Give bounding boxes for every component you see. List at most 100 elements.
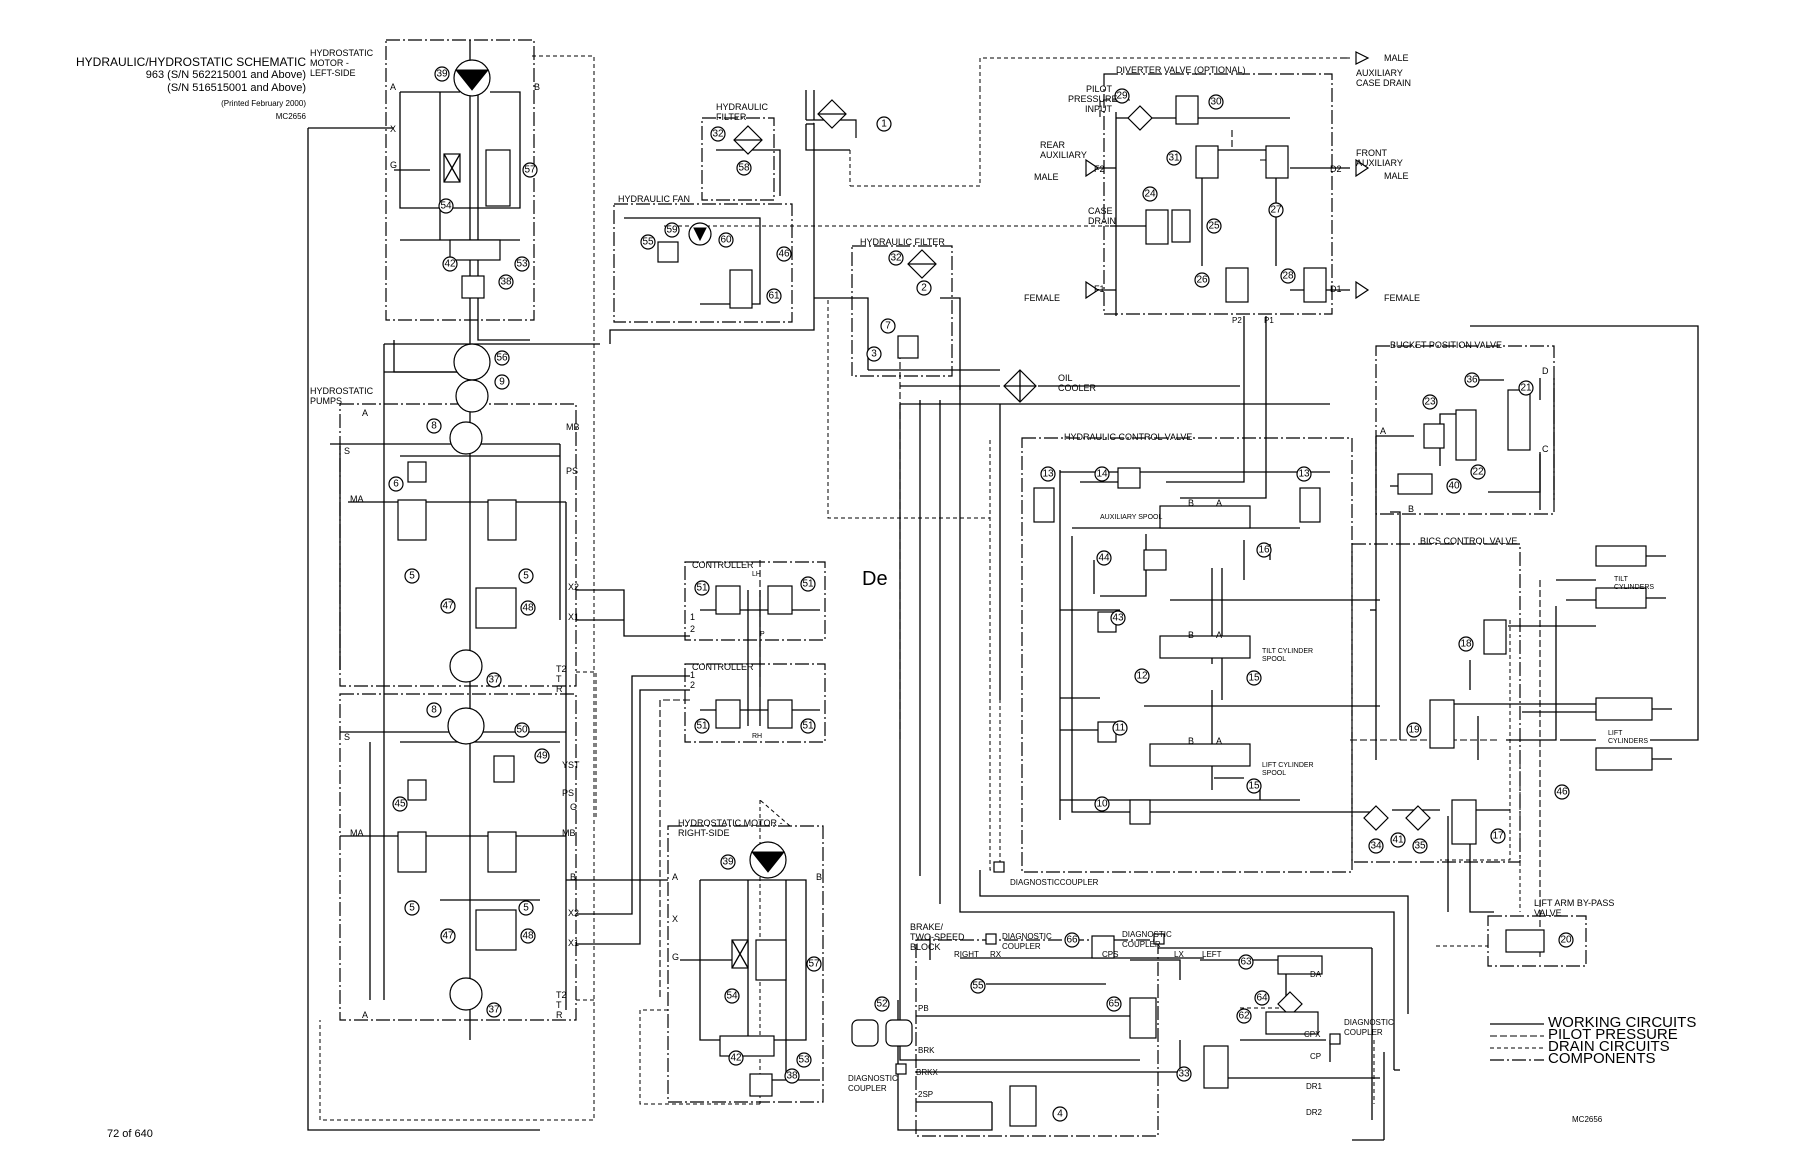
- svg-text:14: 14: [1096, 469, 1108, 480]
- num-11: 11: [1112, 720, 1128, 736]
- label-diagnostic-coupler-rx: DIAGNOSTIC COUPLER: [1002, 932, 1052, 951]
- port-RX: RX: [990, 950, 1002, 959]
- relief-5c-icon: [397, 831, 427, 873]
- num-3: 3: [866, 346, 882, 362]
- port-PS-lower: PS: [562, 788, 575, 798]
- controller-rh-box: [684, 663, 826, 743]
- num-37-upper: 37: [486, 672, 502, 688]
- port-MB-upper: MB: [566, 422, 580, 432]
- valve-29-icon: [1127, 105, 1153, 131]
- motor-left-arrow-icon: [454, 69, 490, 91]
- legend-working-label: WORKING CIRCUITS: [1548, 1014, 1697, 1031]
- pump-8-upper-icon: [449, 421, 483, 455]
- svg-text:36: 36: [1466, 375, 1478, 386]
- label-lift-cylinders: LIFT CYLINDERS: [1608, 730, 1649, 745]
- num-47-lower: 47: [440, 928, 456, 944]
- num-29: 29: [1114, 88, 1130, 104]
- controller-lh-box: [684, 561, 826, 641]
- svg-text:26: 26: [1196, 275, 1208, 286]
- port-T2-upper: T2: [556, 664, 567, 674]
- num-50: 50: [514, 722, 530, 738]
- right-motor-box: [667, 825, 824, 1103]
- port-PS-upper: PS: [566, 466, 579, 476]
- num-62: 62: [1236, 1008, 1252, 1024]
- svg-text:13: 13: [1298, 469, 1310, 480]
- num-1: 1: [876, 116, 892, 132]
- num-24: 24: [1142, 186, 1158, 202]
- svg-text:44: 44: [1098, 553, 1110, 564]
- num-49: 49: [534, 748, 550, 764]
- valve-19-icon: [1429, 699, 1455, 749]
- port-CPX: CPX: [1304, 1030, 1321, 1039]
- valve-45-icon: [407, 779, 427, 801]
- num-66: 66: [1064, 932, 1080, 948]
- valve-62-icon: [1265, 1011, 1319, 1035]
- valve-49-icon: [493, 755, 515, 783]
- relief-5d-icon: [487, 831, 517, 873]
- stray-text: De: [862, 568, 888, 590]
- valve-47-48-lower-icon: [475, 909, 517, 951]
- svg-text:39: 39: [436, 69, 448, 80]
- num-15-a: 15: [1246, 670, 1262, 686]
- num-28: 28: [1280, 268, 1296, 284]
- port-F2: F2: [1094, 164, 1105, 174]
- svg-text:40: 40: [1448, 481, 1460, 492]
- valve-65-icon: [1129, 997, 1157, 1039]
- num-4: 4: [1052, 1106, 1068, 1122]
- svg-text:45: 45: [394, 799, 406, 810]
- label-diagnostic-coupler-brk: DIAGNOSTIC COUPLER: [848, 1074, 898, 1093]
- num-39-right: 39: [720, 854, 736, 870]
- svg-text:46: 46: [778, 249, 790, 260]
- svg-text:51: 51: [696, 721, 708, 732]
- schematic-title-block: HYDRAULIC/HYDROSTATIC SCHEMATIC 963 (S/N…: [54, 56, 306, 123]
- port-A-left-motor: A: [390, 82, 397, 92]
- label-front-auxiliary: FRONT AUXILIARY: [1356, 148, 1403, 168]
- num-2: 2: [916, 280, 932, 296]
- printed-date: (Printed February 2000): [221, 99, 306, 108]
- port-PB: PB: [918, 1004, 929, 1013]
- svg-text:39: 39: [722, 857, 734, 868]
- port-A-bucket: A: [1380, 426, 1387, 436]
- port-G-lower: G: [570, 802, 578, 812]
- num-53-right: 53: [796, 1052, 812, 1068]
- num-31: 31: [1166, 150, 1182, 166]
- pump-lower-box: [339, 693, 577, 1021]
- port-A-right-motor: A: [672, 872, 679, 882]
- num-32-top: 32: [710, 126, 726, 142]
- port-2-rh: 2: [690, 680, 696, 690]
- doc-code: MC2656: [275, 112, 306, 121]
- num-46-bottom: 46: [1554, 784, 1570, 800]
- port-CPS: CPS: [1102, 950, 1119, 959]
- valve-47-48-upper-icon: [475, 587, 517, 629]
- num-32-mid: 32: [888, 250, 904, 266]
- diagnostic-coupler-cpx-icon: [1329, 1033, 1341, 1045]
- svg-text:35: 35: [1414, 841, 1426, 852]
- num-53-left: 53: [514, 256, 530, 272]
- port-S-upper: S: [344, 446, 351, 456]
- label-tilt-cylinders: TILT CYLINDERS: [1614, 576, 1655, 591]
- valve-13b-icon: [1299, 487, 1321, 523]
- num-51-b: 51: [800, 576, 816, 592]
- svg-text:56: 56: [496, 353, 508, 364]
- bucket-position-box: [1375, 345, 1555, 515]
- svg-text:12: 12: [1136, 671, 1148, 682]
- port-T2-lower: T2: [556, 990, 567, 1000]
- svg-text:2: 2: [921, 283, 927, 294]
- valve-6-icon: [407, 461, 427, 483]
- num-48-lower: 48: [520, 928, 536, 944]
- num-13-b: 13: [1296, 466, 1312, 482]
- num-38-left: 38: [498, 274, 514, 290]
- valve-30-icon: [1175, 95, 1199, 125]
- footer-code: MC2656: [1572, 1115, 1603, 1124]
- valve-26-icon: [1225, 267, 1249, 303]
- port-B-left-motor: B: [534, 82, 541, 92]
- num-9: 9: [494, 374, 510, 390]
- label-tilt-cylinder-spool: TILT CYLINDER SPOOL: [1262, 648, 1314, 663]
- num-6: 6: [388, 476, 404, 492]
- port-LH: LH: [752, 571, 761, 578]
- port-D1: D1: [1330, 284, 1342, 294]
- port-2-lh: 2: [690, 624, 696, 634]
- filter-34-icon: [1363, 805, 1389, 831]
- svg-text:64: 64: [1256, 993, 1268, 1004]
